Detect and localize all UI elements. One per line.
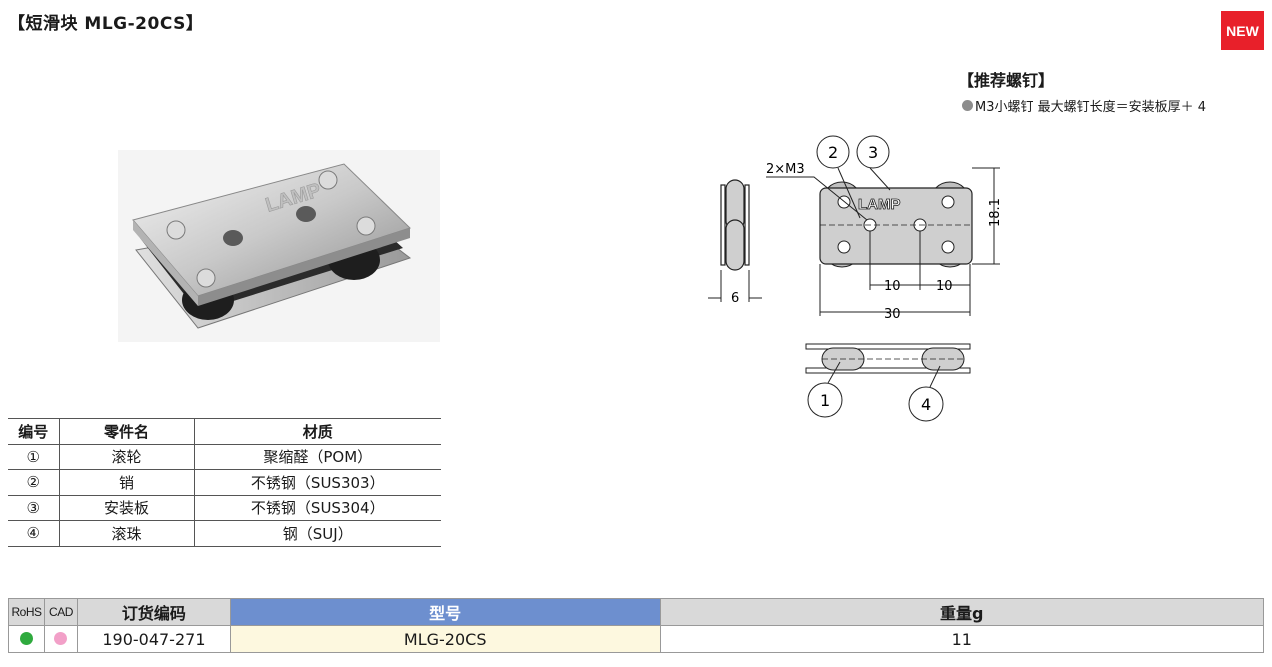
part-material: 不锈钢（SUS303） [194,469,441,496]
part-number: ① [8,444,60,470]
part-name: 滚珠 [59,520,195,547]
order-table: RoHS CAD 订货编码 型号 重量g 190-047-271 MLG-20C… [8,598,1264,653]
screw-note-text: M3小螺钉 最大螺钉长度＝安装板厚＋ 4 [975,100,1207,115]
part-material: 聚缩醛（POM） [194,444,441,470]
header-order-code: 订货编码 [76,598,231,626]
callout-4: 4 [921,395,931,414]
recommended-screws-title: 【推荐螺钉】 [958,71,1055,90]
dim-pitch-right: 10 [936,279,953,294]
header-cad: CAD [43,598,78,626]
header-part-name: 零件名 [59,418,195,445]
bullet-icon [962,100,973,111]
table-row: ① 滚轮 聚缩醛（POM） [8,444,441,470]
part-material: 不锈钢（SUS304） [194,495,441,521]
parts-table-header: 编号 零件名 材质 [8,418,441,445]
table-row: ② 销 不锈钢（SUS303） [8,469,441,496]
front-view [805,343,971,374]
rohs-cell [8,625,45,653]
header-material: 材质 [194,418,441,445]
header-number: 编号 [8,418,60,445]
new-badge: NEW [1221,11,1264,50]
header-weight: 重量g [659,598,1264,626]
dim-pitch-left: 10 [884,279,901,294]
weight-value: 11 [659,625,1264,653]
order-code: 190-047-271 [76,625,231,653]
technical-drawing: 6 LAMP 2×M3 2 3 18.1 10 10 30 [708,135,1003,422]
callout-2: 2 [828,143,838,162]
part-number: ② [8,469,60,496]
side-view [720,179,750,271]
part-name: 滚轮 [59,444,195,470]
top-view: LAMP [819,181,973,268]
part-number: ④ [8,520,60,547]
cad-indicator-icon[interactable] [54,631,68,645]
model-number: MLG-20CS [229,625,661,653]
header-model: 型号 [229,598,661,626]
part-number: ③ [8,495,60,521]
product-photo: LAMP [118,150,440,342]
part-name: 安装板 [59,495,195,521]
dim-length: 30 [884,307,901,322]
recommended-screws-note: M3小螺钉 最大螺钉长度＝安装板厚＋ 4 [962,96,1206,115]
drawing-logo: LAMP [858,196,901,213]
order-table-header: RoHS CAD 订货编码 型号 重量g [8,598,1264,626]
table-row: ④ 滚珠 钢（SUJ） [8,520,441,547]
page-title: 【短滑块 MLG-20CS】 [8,14,204,34]
part-name: 销 [59,469,195,496]
table-row: 190-047-271 MLG-20CS 11 [8,625,1264,653]
cad-cell[interactable] [43,625,78,653]
rohs-indicator-icon [19,631,33,645]
dim-width: 6 [731,291,739,306]
callout-3: 3 [868,143,878,162]
header-rohs: RoHS [8,598,45,626]
part-material: 钢（SUJ） [194,520,441,547]
table-row: ③ 安装板 不锈钢（SUS304） [8,495,441,521]
screw-label: 2×M3 [766,162,805,177]
dim-height: 18.1 [988,198,1003,227]
parts-table: 编号 零件名 材质 ① 滚轮 聚缩醛（POM） ② 销 不锈钢（SUS303） … [8,418,441,547]
callout-1: 1 [820,391,830,410]
